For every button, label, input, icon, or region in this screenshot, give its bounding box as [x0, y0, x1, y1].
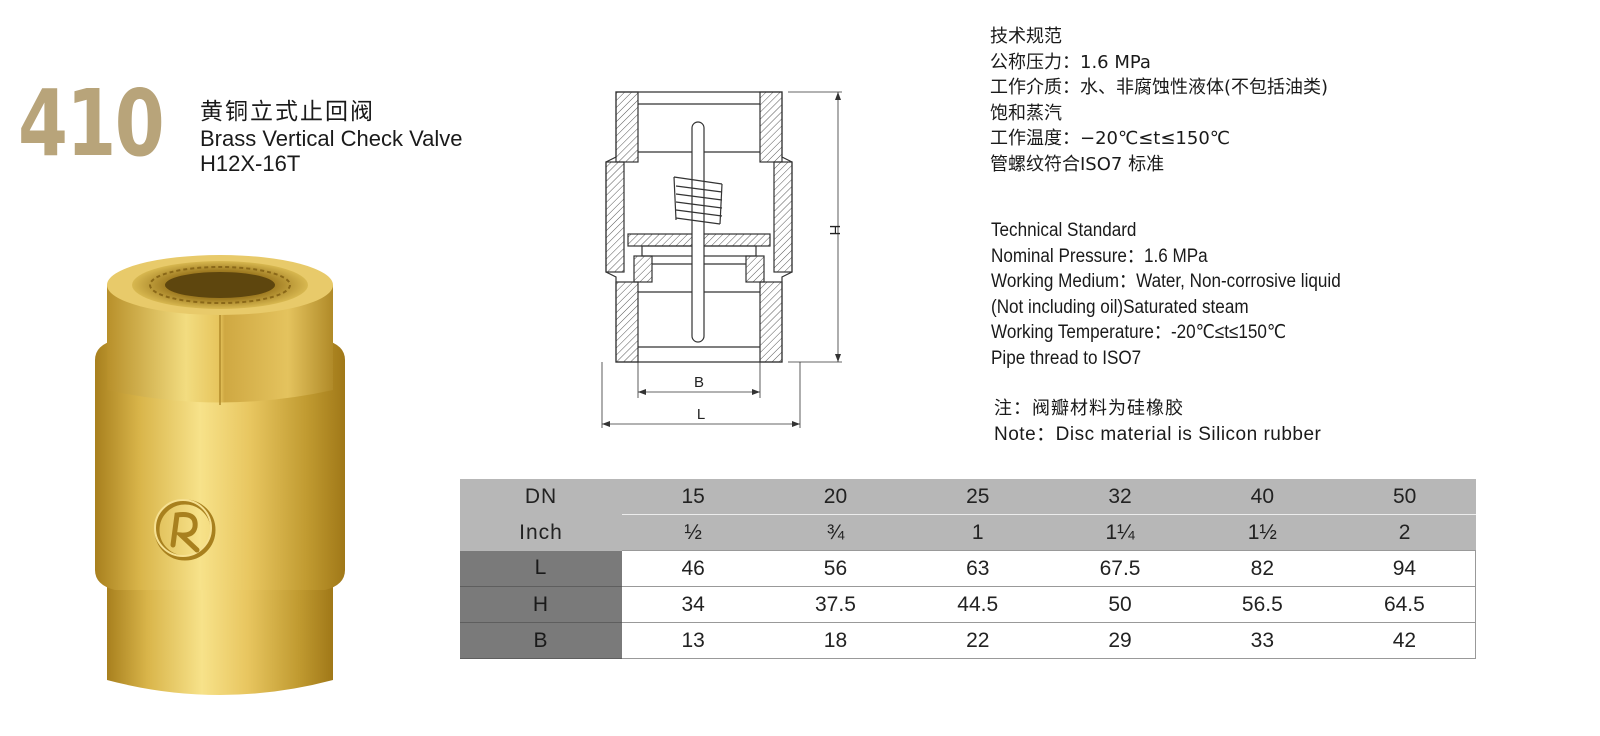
table-row-label: B — [460, 622, 622, 659]
table-cell: 44.5 — [906, 586, 1049, 623]
spec-en-thread: Pipe thread to ISO7 — [991, 347, 1142, 369]
spec-en-temperature: Working Temperature：-20℃≤t≤150℃ — [991, 322, 1287, 343]
table-cell: 33 — [1191, 622, 1334, 659]
table-cell: 1¼ — [1048, 514, 1192, 551]
brand-logo-emboss — [154, 499, 216, 561]
model-code: H12X-16T — [200, 151, 301, 176]
note-chinese: 注：阀瓣材料为硅橡胶 — [994, 398, 1184, 419]
table-cell: 15 — [622, 479, 765, 515]
title-chinese: 黄铜立式止回阀 — [200, 99, 375, 125]
table-row-label: L — [460, 550, 622, 587]
table-cell: 2 — [1333, 514, 1476, 551]
table-cell: 22 — [906, 622, 1049, 659]
spec-en-heading: Technical Standard — [991, 220, 1137, 241]
table-cell: 20 — [764, 479, 907, 515]
spec-en-medium-cont: (Not including oil)Saturated steam — [991, 296, 1249, 318]
spec-en-pressure: Nominal Pressure：1.6 MPa — [991, 245, 1208, 267]
table-cell: 63 — [906, 550, 1049, 587]
dimension-label-l: L — [697, 406, 705, 423]
dimension-label-b: B — [694, 374, 704, 391]
table-cell: 37.5 — [764, 586, 907, 623]
table-cell: 56.5 — [1191, 586, 1334, 623]
table-cell: 40 — [1191, 479, 1334, 515]
spec-en-medium: Working Medium：Water, Non-corrosive liqu… — [991, 271, 1341, 292]
valve-cross-section-drawing: H B L — [601, 91, 843, 428]
table-cell: 67.5 — [1048, 550, 1192, 587]
table-cell: 18 — [764, 622, 907, 659]
table-cell: 64.5 — [1333, 586, 1477, 623]
table-cell: 46 — [622, 550, 765, 587]
spec-cn-medium-cont: 饱和蒸汽 — [990, 102, 1062, 124]
table-cell: 32 — [1048, 479, 1192, 515]
table-cell: 1½ — [1191, 514, 1334, 551]
table-cell: 34 — [622, 586, 765, 623]
table-row-label: Inch — [460, 514, 622, 551]
spec-cn-temperature: 工作温度：−20℃≤t≤150℃ — [990, 128, 1230, 149]
table-cell: 82 — [1191, 550, 1334, 587]
table-cell: 1 — [906, 514, 1049, 551]
table-cell: 50 — [1048, 586, 1192, 623]
spec-english: Technical Standard Nominal Pressure：1.6 … — [991, 218, 1341, 371]
spec-chinese: 技术规范 公称压力：1.6 MPa 工作介质：水、非腐蚀性液体(不包括油类) 饱… — [990, 24, 1328, 177]
table-cell: 25 — [906, 479, 1049, 515]
model-number: 410 — [18, 70, 165, 177]
valve-product-photo — [95, 255, 345, 695]
table-cell: ¾ — [764, 514, 907, 551]
spec-cn-thread: 管螺纹符合ISO7 标准 — [990, 153, 1165, 175]
table-cell: 56 — [764, 550, 907, 587]
table-cell: ½ — [622, 514, 765, 551]
note-english: Note：Disc material is Silicon rubber — [994, 424, 1322, 445]
table-cell: 29 — [1048, 622, 1192, 659]
spec-cn-heading: 技术规范 — [990, 26, 1062, 47]
product-title: 黄铜立式止回阀 Brass Vertical Check Valve H12X-… — [200, 98, 462, 176]
table-cell: 50 — [1333, 479, 1476, 515]
spec-cn-medium: 工作介质：水、非腐蚀性液体(不包括油类) — [990, 77, 1329, 98]
table-row-label: H — [460, 586, 622, 623]
spec-cn-pressure: 公称压力：1.6 MPa — [990, 51, 1151, 73]
table-cell: 13 — [622, 622, 765, 659]
title-english: Brass Vertical Check Valve — [200, 126, 463, 151]
dimension-label-h: H — [826, 225, 843, 236]
table-cell: 94 — [1333, 550, 1477, 587]
table-cell: 42 — [1333, 622, 1477, 659]
table-row-label: DN — [460, 479, 622, 515]
